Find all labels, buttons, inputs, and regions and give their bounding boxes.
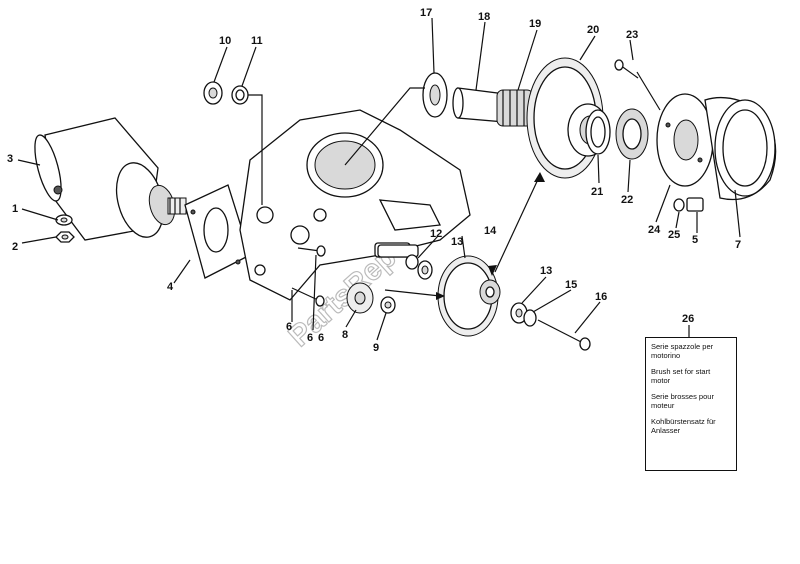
label-part-2: 2 xyxy=(12,241,18,253)
leader-lines xyxy=(17,17,741,341)
label-part-9: 9 xyxy=(373,342,379,354)
label-part-20: 20 xyxy=(587,24,599,36)
assembly-arrow xyxy=(488,172,545,276)
crankcase-cover xyxy=(239,109,471,301)
starter-motor xyxy=(34,117,187,241)
screw xyxy=(686,197,704,212)
label-part-6c: 6 xyxy=(318,332,324,344)
label-part-10: 10 xyxy=(219,35,231,47)
note-italian: Serie spazzole per motorino xyxy=(651,342,714,360)
note-french: Serie brosses pour moteur xyxy=(651,392,714,410)
label-part-11: 11 xyxy=(251,35,263,47)
spacer xyxy=(380,296,396,314)
label-part-4: 4 xyxy=(167,281,174,293)
note-english: Brush set for start motor xyxy=(651,367,711,385)
label-part-8: 8 xyxy=(342,329,348,341)
label-part-1: 1 xyxy=(12,203,18,215)
label-part-18: 18 xyxy=(478,11,490,23)
bolt xyxy=(537,319,591,351)
label-part-15: 15 xyxy=(565,279,577,291)
label-part-13a: 13 xyxy=(451,236,463,248)
washer xyxy=(417,260,433,280)
label-part-6b: 6 xyxy=(307,332,313,344)
label-part-16: 16 xyxy=(595,291,607,303)
screw xyxy=(614,59,639,79)
needle-bearing xyxy=(496,89,534,127)
label-part-24: 24 xyxy=(648,224,661,236)
thrust-washer xyxy=(422,72,448,118)
bolt xyxy=(291,287,325,307)
freewheel-housing xyxy=(656,93,714,187)
label-part-13b: 13 xyxy=(540,265,552,277)
gasket-plate xyxy=(184,184,251,279)
label-part-26: 26 xyxy=(682,313,695,325)
lock-washer xyxy=(523,309,537,327)
washer xyxy=(55,214,73,226)
washer xyxy=(673,198,685,212)
freewheel-rollers xyxy=(615,108,649,160)
flywheel xyxy=(704,96,777,201)
o-ring xyxy=(231,85,249,105)
reduction-gear xyxy=(437,255,501,337)
label-part-6a: 6 xyxy=(286,321,292,333)
label-part-22: 22 xyxy=(621,194,633,206)
label-part-3: 3 xyxy=(7,153,13,165)
shaft xyxy=(377,244,419,270)
brush-set-note-box: Serie spazzole per motorino Brush set fo… xyxy=(645,337,737,471)
label-part-17: 17 xyxy=(420,7,432,19)
bolt xyxy=(297,245,326,257)
label-part-23: 23 xyxy=(626,29,638,41)
bushing xyxy=(203,81,223,105)
freewheel-spring xyxy=(585,109,611,155)
label-part-7: 7 xyxy=(735,239,741,251)
label-part-21: 21 xyxy=(591,186,603,198)
nut xyxy=(55,231,75,243)
note-german: Kohlbürstensatz für Anlasser xyxy=(651,417,716,435)
label-part-12: 12 xyxy=(430,228,442,240)
idler-gear xyxy=(346,282,374,314)
label-part-14: 14 xyxy=(484,225,497,237)
label-part-5: 5 xyxy=(692,234,698,246)
assembly-arrow xyxy=(384,289,445,300)
label-part-25: 25 xyxy=(668,229,680,241)
starter-driven-gear xyxy=(526,57,609,179)
label-part-19: 19 xyxy=(529,18,541,30)
